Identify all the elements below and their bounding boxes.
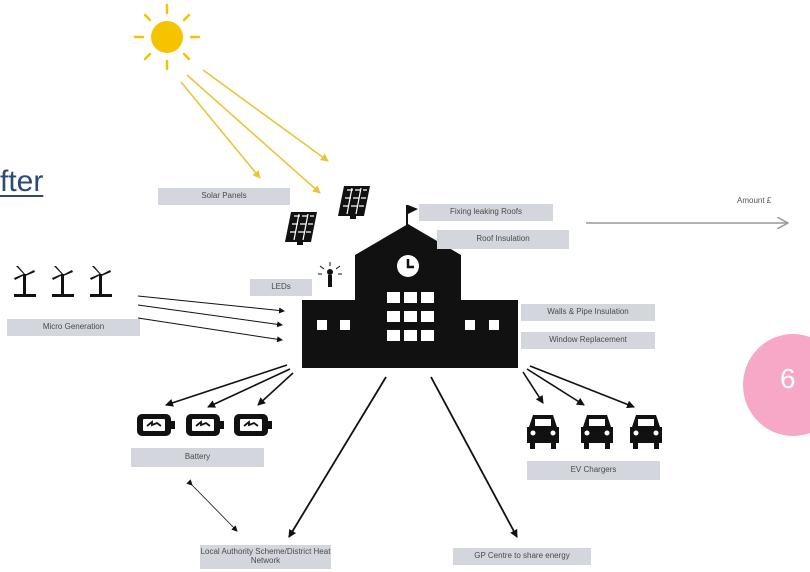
label-fixing-roofs: Fixing leaking Roofs — [419, 204, 553, 221]
label-gp-centre: GP Centre to share energy — [453, 548, 591, 565]
local-authority-arrow — [288, 376, 387, 538]
clock-icon — [397, 255, 419, 277]
led-bulb-icon — [318, 262, 342, 287]
label-window-replacement: Window Replacement — [521, 332, 655, 349]
label-roof-insulation: Roof Insulation — [437, 230, 569, 249]
car-icon — [527, 415, 662, 449]
ev-arrows — [522, 365, 635, 409]
label-solar-panels: Solar Panels — [158, 188, 290, 205]
sun-icon — [133, 3, 201, 71]
label-walls-pipe: Walls & Pipe Insulation — [521, 304, 655, 321]
label-ev-chargers: EV Chargers — [527, 461, 660, 480]
wind-turbine-icon — [14, 266, 112, 297]
gp-centre-arrow — [430, 376, 518, 538]
battery-arrows — [165, 364, 294, 408]
label-leds: LEDs — [250, 279, 312, 296]
label-local-authority: Local Authority Scheme/District Heat Net… — [200, 545, 331, 569]
page-number: 6 — [780, 363, 796, 394]
amount-label: Amount £ — [737, 196, 772, 205]
solar-panel-icon — [284, 185, 371, 246]
battery-local-authority-arrow — [186, 479, 238, 532]
school-building-icon — [302, 205, 518, 368]
sun-ray-arrows — [180, 69, 329, 194]
label-micro-generation: Micro Generation — [7, 319, 140, 336]
label-battery: Battery — [131, 448, 264, 467]
heading-partial: fter — [0, 165, 44, 198]
battery-icon — [136, 413, 273, 437]
micro-generation-arrows — [137, 295, 285, 343]
